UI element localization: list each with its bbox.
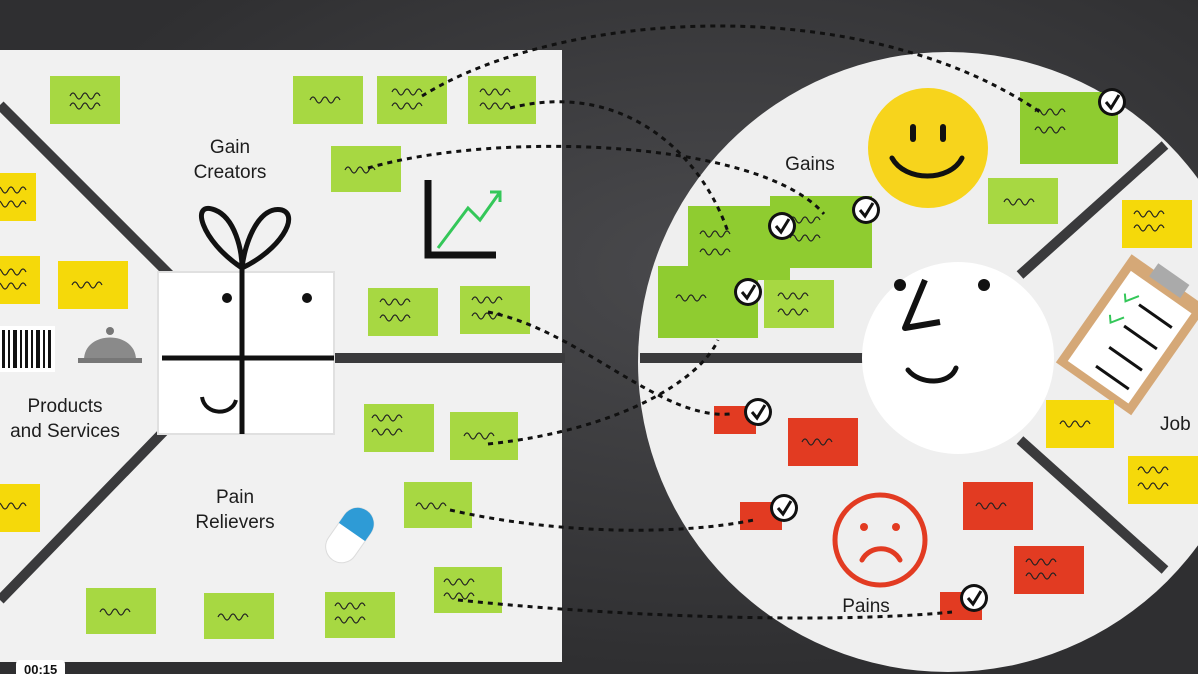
pain-reliever-note bbox=[434, 567, 502, 613]
connector-arrow bbox=[487, 310, 731, 416]
gain-creator-note bbox=[468, 76, 536, 124]
check-badge-icon bbox=[742, 396, 774, 428]
product-note bbox=[0, 173, 36, 221]
check-badge-icon bbox=[732, 276, 764, 308]
gain-creator-note bbox=[331, 146, 401, 192]
connector-arrow bbox=[457, 598, 953, 620]
pain-relievers-label-line1: Pain bbox=[215, 487, 255, 508]
video-timestamp: 00:15 bbox=[16, 660, 66, 674]
product-note bbox=[58, 261, 128, 309]
job-note bbox=[1128, 456, 1198, 504]
pains-label: Pains bbox=[842, 596, 890, 617]
connector-arrow bbox=[449, 508, 755, 532]
customer-face-icon bbox=[862, 262, 1054, 454]
gain-note bbox=[764, 280, 834, 328]
pain-reliever-note bbox=[364, 404, 434, 452]
pain-note bbox=[1014, 546, 1084, 594]
gain-creator-note bbox=[368, 288, 438, 336]
gain-creators-label: Gain Creators bbox=[180, 135, 280, 185]
pain-relievers-label: Pain Relievers bbox=[180, 485, 290, 535]
pain-relievers-label-line2: Relievers bbox=[195, 512, 275, 533]
growth-chart-icon bbox=[424, 180, 502, 259]
barcode-icon bbox=[0, 326, 55, 372]
gift-box-icon bbox=[157, 205, 335, 435]
pain-note bbox=[963, 482, 1033, 530]
divider-line bbox=[1016, 141, 1169, 279]
check-badge-icon bbox=[768, 492, 800, 524]
gains-label: Gains bbox=[785, 154, 835, 175]
connector-arrow bbox=[487, 339, 720, 446]
pain-reliever-note bbox=[450, 412, 518, 460]
divider-line bbox=[0, 421, 174, 604]
gain-creator-note bbox=[377, 76, 447, 124]
gain-creators-label-line2: Creators bbox=[193, 162, 267, 183]
divider-line bbox=[0, 101, 174, 279]
jobs-label: Job bbox=[1160, 414, 1191, 435]
connector-arrow bbox=[367, 144, 826, 215]
gain-creator-note bbox=[460, 286, 530, 334]
products-services-label-line1: Products bbox=[27, 396, 103, 417]
product-note bbox=[0, 256, 40, 304]
divider-line bbox=[1016, 436, 1169, 574]
products-services-label-line2: and Services bbox=[10, 421, 120, 442]
pain-reliever-note bbox=[86, 588, 156, 634]
pain-note bbox=[788, 418, 858, 466]
gain-note bbox=[988, 178, 1058, 224]
pain-reliever-note bbox=[204, 593, 274, 639]
smiley-face-icon bbox=[868, 88, 988, 208]
check-badge-icon bbox=[958, 582, 990, 614]
pain-reliever-note bbox=[325, 592, 395, 638]
gain-creator-note bbox=[50, 76, 120, 124]
clipboard-icon bbox=[1055, 254, 1198, 416]
job-note bbox=[1122, 200, 1192, 248]
connector-arrows bbox=[367, 24, 1041, 620]
products-services-label: Products and Services bbox=[0, 394, 130, 444]
gain-creator-note bbox=[293, 76, 363, 124]
gain-creators-label-line1: Gain bbox=[209, 137, 251, 158]
pill-icon bbox=[325, 507, 375, 564]
check-badge-icon bbox=[1096, 86, 1128, 118]
check-badge-icon bbox=[766, 210, 798, 242]
product-note bbox=[0, 484, 40, 532]
pain-reliever-note bbox=[404, 482, 472, 528]
sad-face-icon bbox=[832, 492, 928, 588]
job-note bbox=[1046, 400, 1114, 448]
connector-arrow bbox=[421, 24, 1041, 114]
cloche-icon bbox=[78, 327, 142, 363]
connector-arrow bbox=[509, 100, 730, 233]
check-badge-icon bbox=[850, 194, 882, 226]
